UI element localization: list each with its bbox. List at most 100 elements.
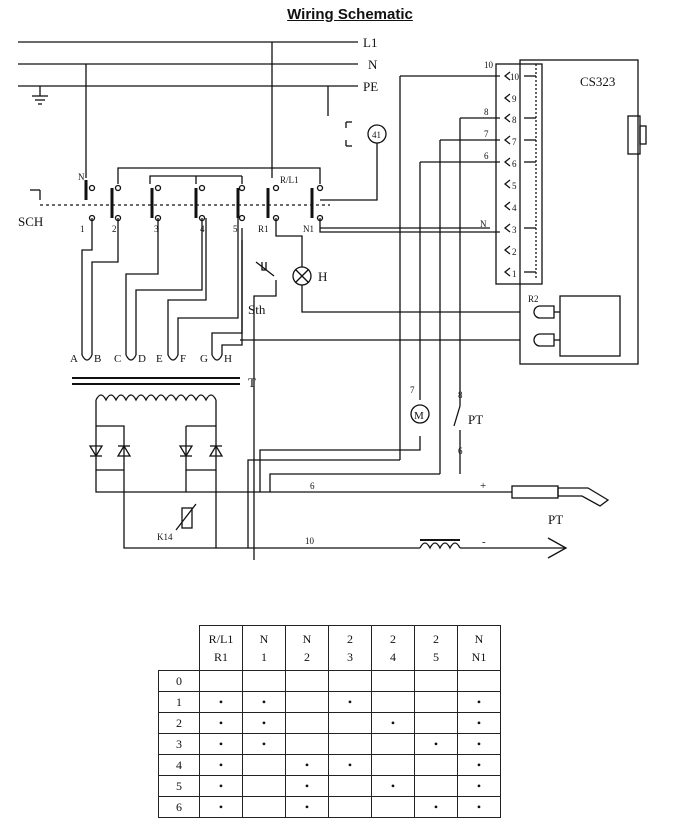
table-cell: • xyxy=(457,775,501,797)
table-cell: • xyxy=(242,712,286,734)
minus-sign: - xyxy=(482,536,486,548)
table-cell xyxy=(371,754,415,776)
terminal-8: 8 xyxy=(512,115,517,125)
switch-bot-3: 3 xyxy=(154,224,159,234)
terminal-1: 1 xyxy=(512,269,517,279)
table-cell xyxy=(371,733,415,755)
col-top: 2 xyxy=(433,632,439,646)
table-cell: • xyxy=(199,796,243,818)
col-bottom: R1 xyxy=(213,650,228,664)
table-cell xyxy=(242,670,286,692)
wire-6-bottom: 6 xyxy=(310,481,315,491)
col-bottom: 2 xyxy=(304,650,310,664)
switch-bot-2: 2 xyxy=(112,224,117,234)
row-label: 3 xyxy=(158,733,200,755)
relay-label: R2 xyxy=(528,294,539,304)
col-top: R/L1 xyxy=(208,632,234,646)
switch-top-rl1: R/L1 xyxy=(280,175,299,185)
table-cell: • xyxy=(414,796,458,818)
plus-sign: + xyxy=(480,480,486,492)
table-cell: • xyxy=(242,691,286,713)
table-cell: • xyxy=(285,796,329,818)
controller-terminals: 10 9 8 7 6 5 4 3 2 1 xyxy=(510,72,520,279)
col-bottom: N1 xyxy=(471,650,487,664)
table-cell: • xyxy=(457,691,501,713)
table-cell: • xyxy=(414,733,458,755)
terminal-7: 7 xyxy=(512,137,517,147)
terminal-3: 3 xyxy=(512,225,517,235)
mains-lines xyxy=(18,41,358,105)
terminal-10: 10 xyxy=(510,72,520,82)
table-row: 5 • • • • xyxy=(158,775,501,797)
table-cell xyxy=(328,775,372,797)
label-n: N xyxy=(368,57,378,72)
col-bottom: 1 xyxy=(261,650,267,664)
table-cell: • xyxy=(285,775,329,797)
table-cell: • xyxy=(328,691,372,713)
table-cell xyxy=(371,796,415,818)
torch-label: PT xyxy=(548,512,563,527)
table-row: 4 • • • • xyxy=(158,754,501,776)
tap-a: A xyxy=(70,353,78,365)
table-cell: • xyxy=(457,712,501,734)
row-label: 4 xyxy=(158,754,200,776)
terminal-5: 5 xyxy=(512,181,517,191)
resistor-label: K14 xyxy=(157,532,173,542)
controller-name: CS323 xyxy=(580,74,615,89)
table-cell: • xyxy=(199,775,243,797)
table-cell: • xyxy=(457,733,501,755)
tap-c: C xyxy=(114,353,121,365)
col-bottom: 3 xyxy=(347,650,353,664)
table-corner xyxy=(159,626,200,671)
col-top: 2 xyxy=(347,632,353,646)
switch-bot-r1: R1 xyxy=(258,224,269,234)
table-cell: • xyxy=(199,712,243,734)
switch-name: SCH xyxy=(18,214,43,229)
table-cell xyxy=(414,691,458,713)
table-cell: • xyxy=(457,754,501,776)
table-cell xyxy=(285,670,329,692)
tap-f: F xyxy=(180,353,186,365)
ext-wire-6: 6 xyxy=(484,151,489,161)
terminal-6: 6 xyxy=(512,159,517,169)
table-cell: • xyxy=(328,754,372,776)
fan-number: 41 xyxy=(372,130,381,140)
wire-6-label: 6 xyxy=(458,446,463,456)
table-cell xyxy=(199,670,243,692)
terminal-9: 9 xyxy=(512,94,517,104)
table-cell xyxy=(414,712,458,734)
table-cell xyxy=(414,670,458,692)
wiring-schematic: L1 N PE 41 SCH N R/L1 xyxy=(18,35,647,560)
wire-10-bottom: 10 xyxy=(305,536,315,546)
table-cell xyxy=(328,796,372,818)
col-bottom: 5 xyxy=(433,650,439,664)
table-cell xyxy=(242,796,286,818)
page-title: Wiring Schematic xyxy=(287,6,413,23)
table-cell xyxy=(285,691,329,713)
row-label: 0 xyxy=(158,670,200,692)
table-cell xyxy=(285,712,329,734)
main-switch xyxy=(30,167,330,222)
table-cell xyxy=(328,712,372,734)
table-row: 0 xyxy=(158,670,501,692)
row-label: 5 xyxy=(158,775,200,797)
col-top: N xyxy=(474,632,484,646)
row-label: 1 xyxy=(158,691,200,713)
table-cell xyxy=(371,691,415,713)
terminal-arrows xyxy=(503,71,536,277)
tap-g: G xyxy=(200,353,208,365)
transformer xyxy=(72,377,240,426)
table-row: 1 • • • • xyxy=(158,691,501,713)
ext-wire-n: N xyxy=(480,219,487,229)
table-cell xyxy=(242,754,286,776)
table-cell: • xyxy=(457,796,501,818)
table-cell xyxy=(414,775,458,797)
table-cell: • xyxy=(199,691,243,713)
ext-wire-7: 7 xyxy=(484,129,489,139)
motor-symbol xyxy=(410,404,430,424)
table-cell xyxy=(285,733,329,755)
